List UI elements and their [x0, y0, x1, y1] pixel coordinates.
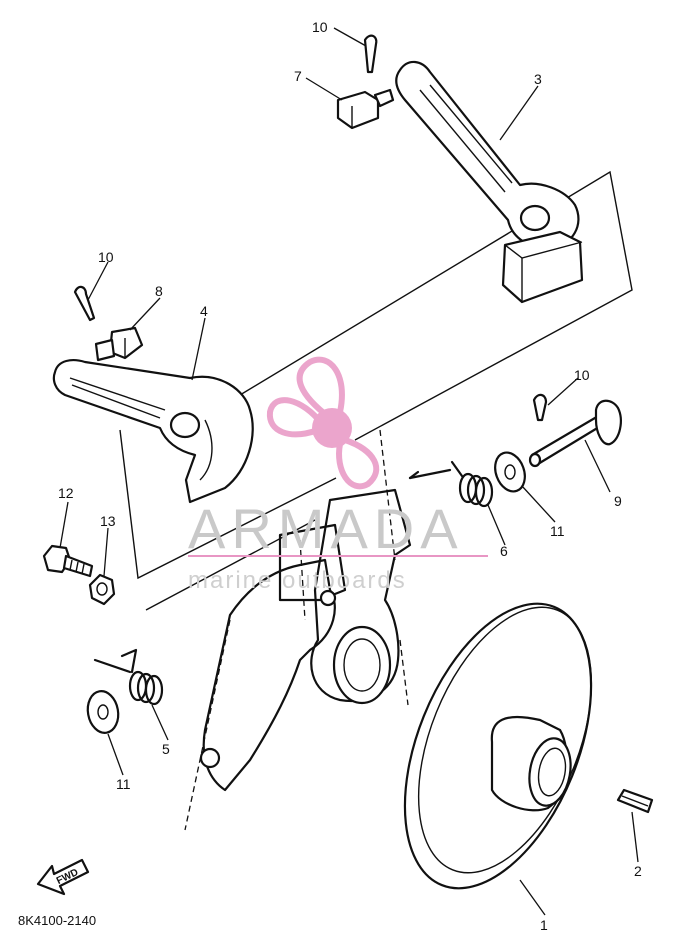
forward-arrow-icon: FWD	[36, 858, 90, 896]
part-11-washer-a	[494, 451, 526, 493]
callout-7: 7	[294, 68, 302, 84]
part-10-cotter-pin-c	[532, 393, 548, 422]
callout-10a: 10	[312, 19, 328, 35]
callout-2: 2	[634, 863, 642, 879]
part-11-washer-b	[86, 690, 120, 734]
watermark-propeller-icon	[266, 356, 380, 490]
callout-labels: 10 7 3 10 8 4 10 9 12 13 6 11 5 11 2 1	[58, 19, 642, 933]
part-7-joint	[336, 88, 395, 130]
forward-arrow-label: FWD	[55, 867, 80, 887]
assembly-guide-lines	[119, 170, 633, 831]
callout-4: 4	[200, 303, 208, 319]
callout-9: 9	[614, 493, 622, 509]
watermark-tagline: marine outboards	[188, 567, 407, 594]
part-6-spring	[408, 460, 494, 508]
part-4-lever-arm	[52, 359, 254, 504]
callout-10c: 10	[574, 367, 590, 383]
part-13-nut	[88, 573, 116, 606]
callout-11a: 11	[550, 523, 565, 539]
callout-5: 5	[162, 741, 170, 757]
callout-8: 8	[155, 283, 163, 299]
drawing-code: 8K4100-2140	[18, 913, 96, 928]
callout-11b: 11	[116, 776, 131, 792]
watermark-brand: ARMADA	[188, 497, 464, 560]
part-1-disc	[403, 602, 593, 890]
part-5-spring	[93, 648, 164, 706]
part-2-key	[616, 788, 654, 814]
callout-1: 1	[540, 917, 548, 933]
callout-12: 12	[58, 485, 74, 501]
part-10-cotter-pin-b	[73, 285, 96, 322]
part-8-joint	[94, 326, 144, 362]
callout-10b: 10	[98, 249, 114, 265]
bracket-housing	[199, 488, 412, 792]
callout-3: 3	[534, 71, 542, 87]
leader-lines	[59, 27, 639, 916]
part-10-cotter-pin-a	[363, 34, 378, 74]
part-3-lever-arm	[395, 60, 584, 304]
callout-6: 6	[500, 543, 508, 559]
part-9-pin-shaft	[528, 399, 622, 468]
callout-13: 13	[100, 513, 116, 529]
part-12-bolt	[42, 544, 94, 578]
